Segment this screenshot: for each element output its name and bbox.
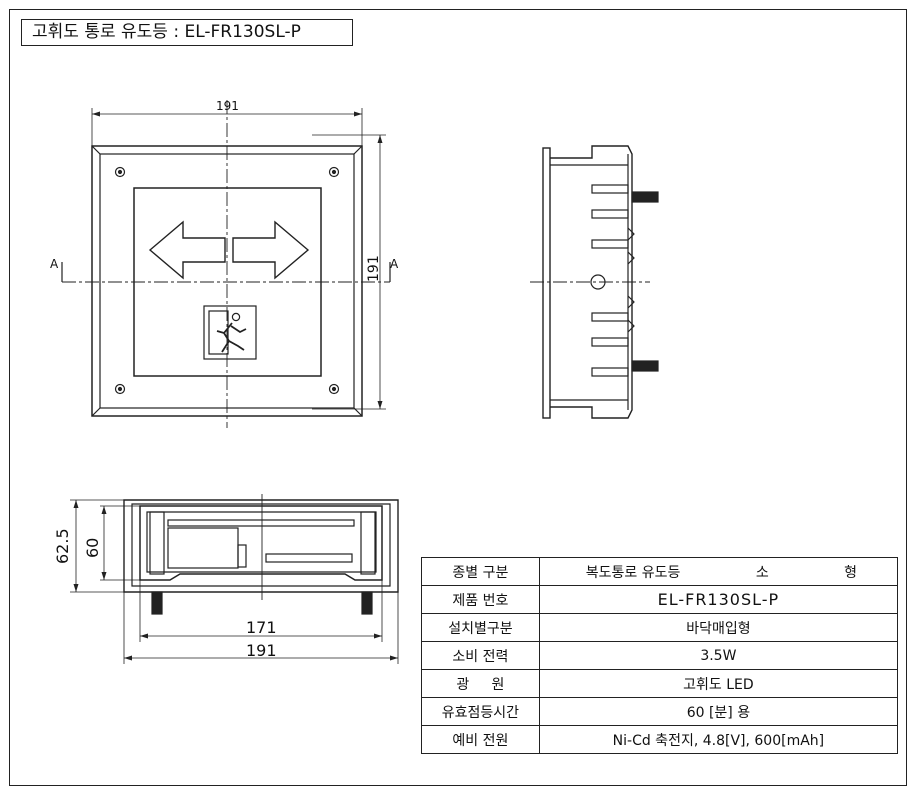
spec-size: 소 xyxy=(755,564,769,581)
section-body xyxy=(139,505,383,581)
bolt-icon xyxy=(151,591,163,615)
spec-label: 제품 번호 xyxy=(421,585,540,614)
section-view xyxy=(70,494,399,664)
table-row: 광 원 고휘도 LED xyxy=(421,669,899,698)
spec-label: 종별 구분 xyxy=(421,557,540,586)
front-width-dim: 191 xyxy=(216,99,239,113)
bolt-icon xyxy=(631,360,659,372)
table-row: 제품 번호 EL-FR130SL-P xyxy=(421,585,899,614)
table-row: 유효점등시간 60 [분] 용 xyxy=(421,697,899,726)
table-row: 소비 전력 3.5W xyxy=(421,641,899,670)
bolt-icon xyxy=(631,191,659,203)
spec-label: 광 원 xyxy=(421,669,540,698)
right-arrow-icon xyxy=(232,220,310,280)
spec-size-suffix: 형 xyxy=(844,564,857,581)
table-row: 종별 구분 복도통로 유도등 소 형 xyxy=(421,557,899,586)
bolt-icon xyxy=(361,591,373,615)
section-marker-left: A xyxy=(50,257,59,271)
spec-label: 설치별구분 xyxy=(421,613,540,642)
spec-value: 고휘도 LED xyxy=(538,669,899,698)
spec-label: 소비 전력 xyxy=(421,641,540,670)
drawing-frame xyxy=(9,9,907,786)
spec-value: 복도통로 유도등 xyxy=(585,564,681,581)
section-width-inner-dim: 171 xyxy=(246,618,277,637)
spec-value: Ni-Cd 축전지, 4.8[V], 600[mAh] xyxy=(538,725,899,754)
side-view xyxy=(530,145,659,419)
front-view xyxy=(61,100,391,428)
section-height-outer-dim: 62.5 xyxy=(53,528,72,564)
left-arrow-icon xyxy=(148,220,226,280)
screw-icon xyxy=(114,166,340,395)
table-row: 예비 전원 Ni-Cd 축전지, 4.8[V], 600[mAh] xyxy=(421,725,899,754)
drawing-title: 고휘도 통로 유도등 : EL-FR130SL-P xyxy=(21,19,353,46)
spec-label: 유효점등시간 xyxy=(421,697,540,726)
section-height-inner-dim: 60 xyxy=(83,538,102,558)
section-width-outer-dim: 191 xyxy=(246,641,277,660)
section-outer-flange xyxy=(123,499,399,593)
section-marker-right: A xyxy=(390,257,399,271)
front-height-dim: 191 xyxy=(366,255,382,282)
spec-value: EL-FR130SL-P xyxy=(538,585,899,614)
side-face-plate xyxy=(542,147,551,419)
spec-value: 60 [분] 용 xyxy=(538,697,899,726)
spec-table: 종별 구분 복도통로 유도등 소 형 제품 번호 EL-FR130SL-P 설치… xyxy=(421,557,899,754)
table-row: 설치별구분 바닥매입형 xyxy=(421,613,899,642)
running-man-icon xyxy=(203,305,257,360)
spec-value: 바닥매입형 xyxy=(538,613,899,642)
spec-label: 예비 전원 xyxy=(421,725,540,754)
spec-value: 3.5W xyxy=(538,641,899,670)
